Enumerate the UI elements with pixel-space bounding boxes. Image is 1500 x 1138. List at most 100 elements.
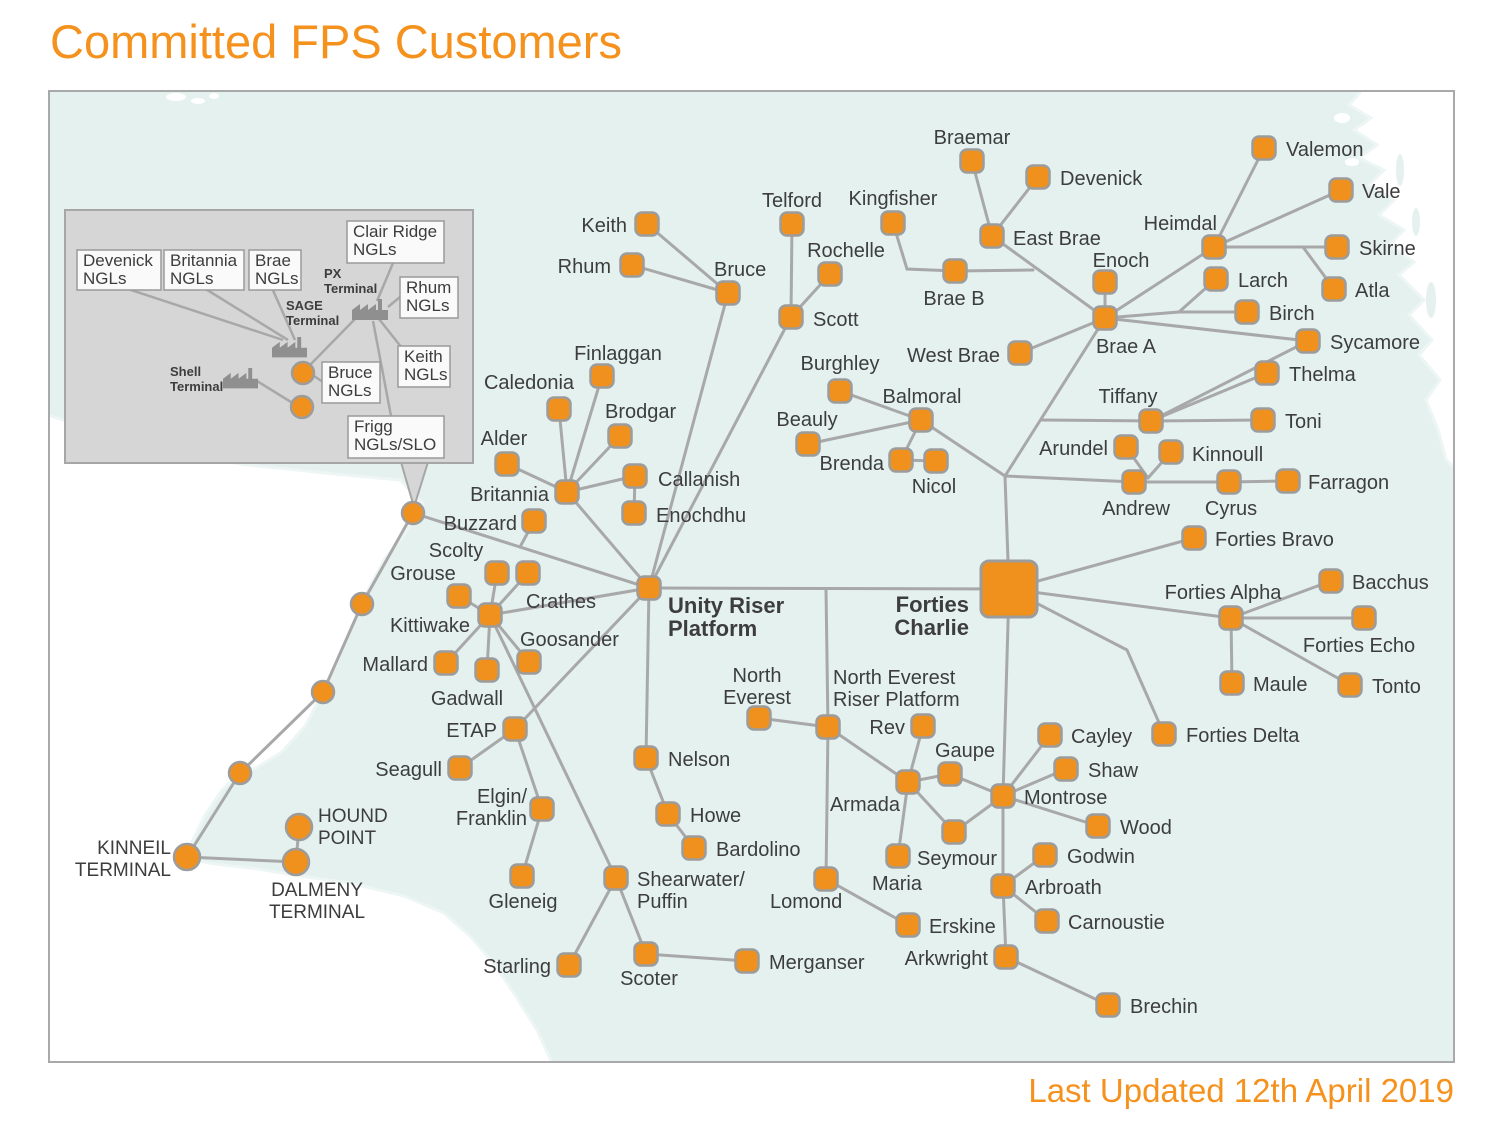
label-cayley: Cayley bbox=[1071, 726, 1132, 748]
node-grouse bbox=[446, 583, 472, 609]
label-sycamore: Sycamore bbox=[1330, 332, 1420, 354]
node-seagull bbox=[447, 755, 473, 781]
pipeline-edge bbox=[565, 490, 651, 590]
node-cayley bbox=[1037, 722, 1063, 748]
pipeline-edge bbox=[647, 586, 1011, 591]
label-tonto: Tonto bbox=[1372, 676, 1421, 698]
label-alder: Alder bbox=[481, 428, 528, 450]
node-arundel bbox=[1113, 434, 1139, 460]
node-armada bbox=[895, 769, 921, 795]
label-gadwall: Gadwall bbox=[431, 688, 503, 710]
factory-icon-px-terminal bbox=[352, 299, 388, 320]
fjord bbox=[1412, 208, 1420, 236]
label-eastbrae: East Brae bbox=[1013, 228, 1101, 250]
label-etap: ETAP bbox=[446, 720, 497, 742]
inset-box-keith-ngls bbox=[397, 345, 451, 388]
node-w4 bbox=[227, 760, 253, 786]
pipeline-edge bbox=[806, 418, 923, 446]
inset-box-clair-ridge-ngls bbox=[346, 220, 445, 264]
pipeline-edge bbox=[1103, 316, 1310, 343]
node-buzzard bbox=[521, 508, 547, 534]
label-britannia: Britannia bbox=[470, 484, 550, 506]
landmass-island bbox=[1334, 113, 1350, 123]
node-tiffany bbox=[1138, 408, 1164, 434]
label-enochdhu: Enochdhu bbox=[656, 505, 746, 527]
pipeline-edge bbox=[1149, 339, 1310, 423]
node-starling bbox=[556, 952, 582, 978]
label-andrew: Andrew bbox=[1102, 498, 1170, 520]
label-brenda: Brenda bbox=[820, 453, 885, 475]
node-w1 bbox=[400, 500, 426, 526]
label-maule: Maule bbox=[1253, 674, 1307, 696]
pipeline-edge bbox=[891, 221, 957, 273]
pipeline-edge bbox=[838, 389, 923, 422]
label-gleneig: Gleneig bbox=[489, 891, 558, 913]
fjord bbox=[1426, 282, 1436, 318]
pipeline-edge bbox=[1040, 418, 1153, 423]
label-rhum: Rhum bbox=[558, 256, 611, 278]
label-westbrae: West Brae bbox=[907, 345, 1000, 367]
label-burghley: Burghley bbox=[801, 353, 880, 375]
node-rhum bbox=[619, 252, 645, 278]
node-heimdal bbox=[1201, 234, 1227, 260]
label-telford: Telford bbox=[762, 190, 822, 212]
pipeline-edge bbox=[1007, 587, 1166, 736]
node-brechin bbox=[1095, 992, 1121, 1018]
landmass-island bbox=[166, 93, 186, 101]
node-vale bbox=[1328, 177, 1354, 203]
inset-box-britannia-ngls bbox=[163, 249, 245, 291]
label-godwin: Godwin bbox=[1067, 846, 1135, 868]
pipeline-edge bbox=[360, 511, 415, 606]
pipeline-edge bbox=[321, 602, 364, 694]
node-erskine bbox=[895, 912, 921, 938]
label-arundel: Arundel bbox=[1039, 438, 1108, 460]
node-rev bbox=[910, 713, 936, 739]
pipeline-edge bbox=[826, 725, 910, 784]
node-kingfisher bbox=[880, 210, 906, 236]
landmass-norway bbox=[1346, 92, 1453, 469]
label-fortiesbravo: Forties Bravo bbox=[1215, 529, 1334, 551]
node-valemon bbox=[1251, 135, 1277, 161]
label-shaw: Shaw bbox=[1088, 760, 1139, 782]
node-elginfranklin bbox=[529, 796, 555, 822]
label-caledonia: Caledonia bbox=[484, 372, 575, 394]
label-goosander: Goosander bbox=[520, 629, 619, 651]
node-gaupe bbox=[937, 761, 963, 787]
pipeline-edge bbox=[919, 418, 1007, 478]
pipeline-edge bbox=[1007, 587, 1233, 620]
label-armada: Armada bbox=[830, 794, 901, 816]
node-bacchus bbox=[1318, 568, 1344, 594]
landmass-island bbox=[1345, 158, 1359, 166]
label-birch: Birch bbox=[1269, 303, 1315, 325]
label-skirne: Skirne bbox=[1359, 238, 1416, 260]
node-larch bbox=[1203, 266, 1229, 292]
inset-connector bbox=[203, 286, 289, 342]
label-carnoustie: Carnoustie bbox=[1068, 912, 1165, 934]
pipeline-edge bbox=[1007, 536, 1196, 591]
node-scott bbox=[778, 304, 804, 330]
pipeline-edge bbox=[488, 586, 651, 617]
label-heimdal: Heimdal bbox=[1144, 213, 1217, 235]
pipeline-edge bbox=[1103, 245, 1216, 320]
node-merganser bbox=[734, 948, 760, 974]
label-kittiwake: Kittiwake bbox=[390, 615, 470, 637]
node-fortiesdelta bbox=[1151, 721, 1177, 747]
pipeline-edge bbox=[1001, 794, 1100, 828]
label-devenick: Devenick bbox=[1060, 168, 1143, 190]
node-tonto bbox=[1337, 672, 1363, 698]
node-godwin bbox=[1032, 842, 1058, 868]
node-eastbrae bbox=[979, 223, 1005, 249]
label-nelson: Nelson bbox=[668, 749, 730, 771]
label-montrose: Montrose bbox=[1024, 787, 1107, 809]
inset-connector bbox=[371, 320, 393, 417]
inset-connector bbox=[308, 318, 356, 367]
